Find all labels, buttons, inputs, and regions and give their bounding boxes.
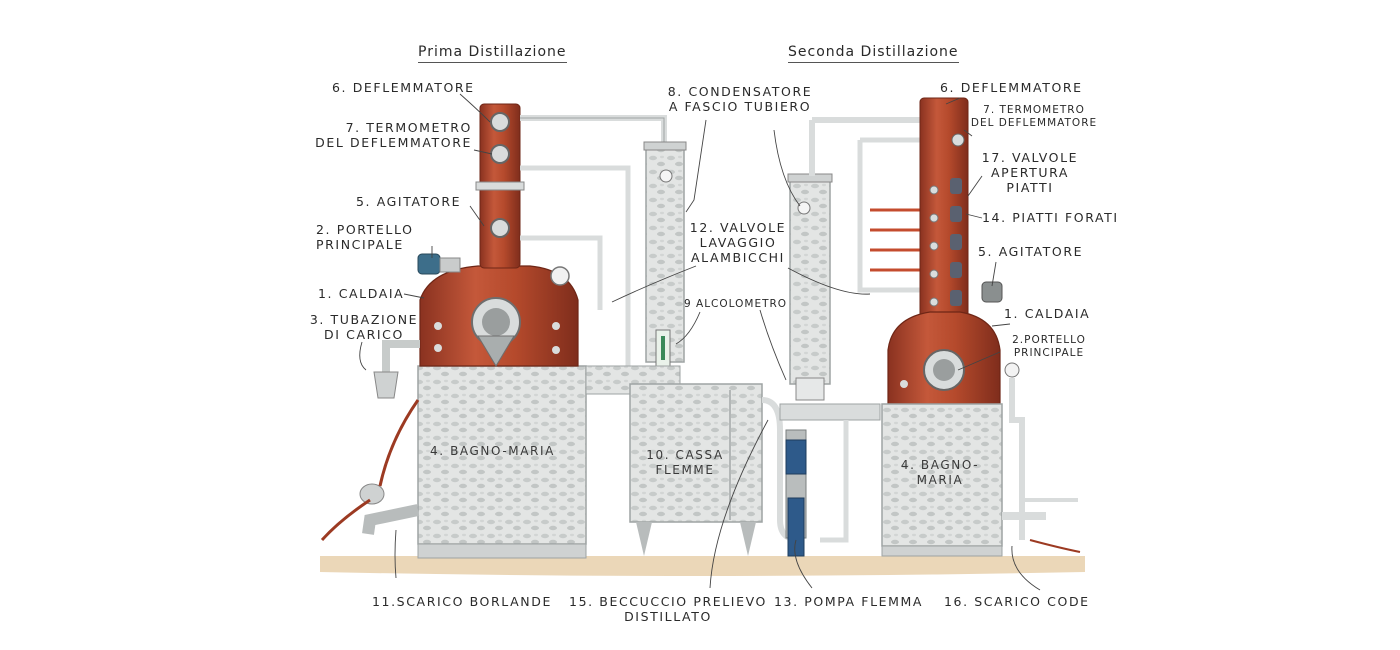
label-bagno-maria-1: 4. BAGNO-MARIA [430, 444, 555, 458]
piatti-forati-windows [950, 178, 962, 306]
label-caldaia-1: 1. CALDAIA [318, 286, 405, 301]
label-bagno-maria-2: 4. BAGNO-MARIA [900, 458, 980, 487]
label-caldaia-2: 1. CALDAIA [1004, 306, 1091, 321]
label-scarico-code: 16. SCARICO CODE [944, 594, 1090, 609]
leader-lines [359, 93, 1041, 591]
bagno-maria-1-tank [417, 365, 587, 545]
bagno-maria-2-tank [881, 403, 1003, 547]
cassa-flemme-tank [629, 383, 763, 523]
label-pompa-flemma: 13. POMPA FLEMMA [774, 594, 924, 609]
floor [320, 556, 1085, 576]
label-deflemmatore-2: 6. DEFLEMMATORE [940, 80, 1083, 95]
title-first-distillation: Prima Distillazione [418, 44, 567, 63]
agitatore-2-motor [981, 281, 1003, 303]
label-scarico-borlande: 11.SCARICO BORLANDE [372, 594, 552, 609]
title-second-distillation: Seconda Distillazione [788, 44, 959, 63]
label-agitatore-1: 5. AGITATORE [356, 194, 462, 209]
label-deflemmatore-1: 6. DEFLEMMATORE [332, 80, 475, 95]
label-alcolometro: 9 ALCOLOMETRO [684, 298, 788, 310]
label-agitatore-2: 5. AGITATORE [978, 244, 1084, 259]
agitatore-1-motor [417, 253, 441, 275]
label-piatti-forati: 14. PIATTI FORATI [982, 210, 1119, 225]
